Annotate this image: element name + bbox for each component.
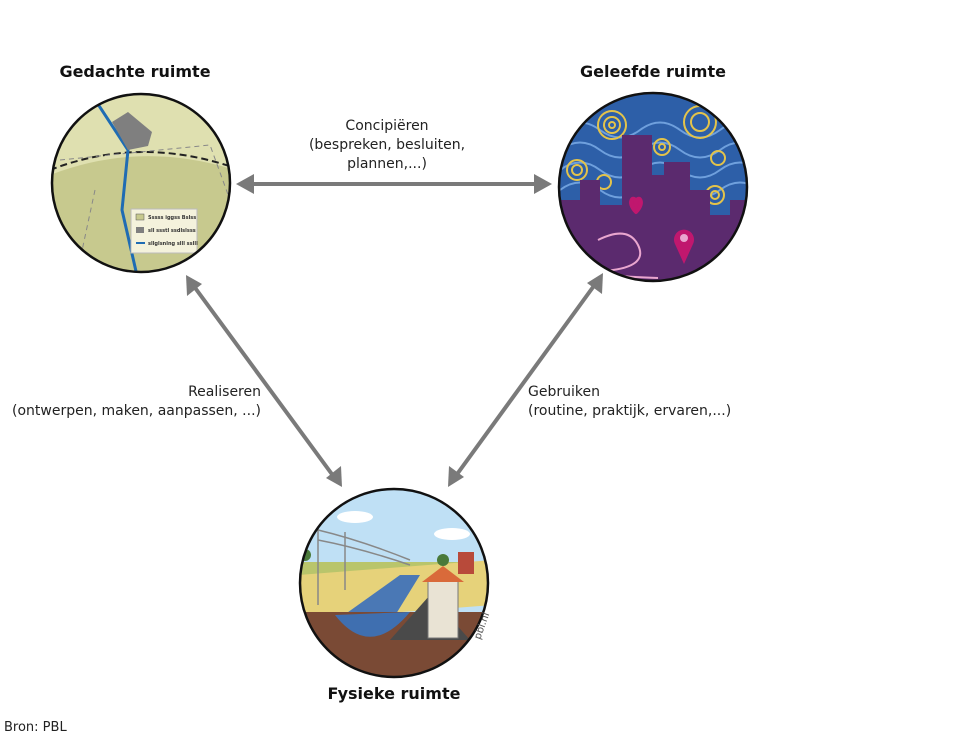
geleefde-ruimte-title: Geleefde ruimte — [580, 62, 726, 81]
gedachte-ruimte-title: Gedachte ruimte — [59, 62, 211, 81]
map-legend-item-1: Sssss iggss Bslss — [148, 215, 196, 221]
map-legend-item-3: sllglsnlng slll sslll — [148, 241, 198, 247]
source-note: Bron: PBL — [4, 720, 67, 735]
arrow-realiseren — [186, 275, 342, 487]
edge-label-concipieren: Concipiëren (bespreken, besluiten, plann… — [309, 117, 465, 174]
map-legend-item-2: sll ssstl ssdlslsss — [148, 228, 196, 234]
edge-label-realiseren-line-2: (ontwerpen, maken, aanpassen, ...) — [12, 403, 261, 419]
edge-label-gebruiken-line-2: (routine, praktijk, ervaren,...) — [528, 403, 732, 419]
edge-label-gebruiken: Gebruiken (routine, praktijk, ervaren,..… — [528, 383, 731, 421]
arrow-gebruiken — [448, 273, 603, 487]
map-circle — [50, 92, 232, 274]
edge-label-gebruiken-line-1: Gebruiken — [528, 384, 600, 400]
city-circle — [557, 91, 749, 283]
edge-label-concipieren-line-3: plannen,...) — [347, 156, 427, 172]
fysieke-ruimte-title: Fysieke ruimte — [327, 684, 461, 703]
landscape-circle — [298, 487, 490, 679]
edge-label-concipieren-line-2: (bespreken, besluiten, — [308, 137, 466, 153]
edge-label-concipieren-line-1: Concipiëren — [345, 118, 429, 134]
edge-label-realiseren-line-1: Realiseren — [188, 384, 261, 400]
edge-label-realiseren: Realiseren (ontwerpen, maken, aanpassen,… — [12, 383, 261, 421]
arrow-concipieren — [236, 174, 552, 194]
